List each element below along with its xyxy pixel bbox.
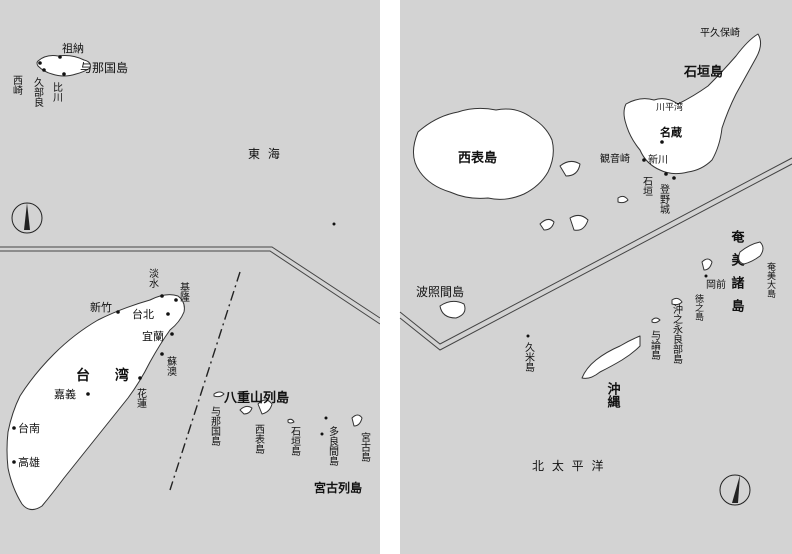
okinoerabu-label: 沖之永良部島 [671,303,683,365]
nishizaki-point [38,61,42,65]
kohama-shape [559,160,581,177]
amami-islands-label: 奄美諸島 [729,229,746,322]
hsinchu-point [116,310,120,314]
kamezaki-point [704,274,708,278]
north-arrow-icon [719,474,751,506]
yilan-label: 宜蘭 [142,329,164,343]
okinoerabu-shape [671,297,683,306]
taipei-point [166,312,170,316]
nagura-point [660,140,664,144]
tarama-label: 多良間島 [327,425,339,467]
suao-point [160,352,164,356]
kuroshima-shape [539,218,555,231]
yaeyama-label: 八重山列島 [223,390,289,406]
nishizaki-label: 西崎 [11,75,23,95]
divider-line-inner [0,250,381,325]
ishigaki-small-label: 石垣島 [289,426,301,457]
ishigaki-island-shape [623,33,762,175]
amami-oshima-shape [738,241,764,265]
ishigaki-town-label: 石垣 [641,176,653,196]
dashed-boundary-line [169,271,241,491]
small-islet [332,222,336,226]
kume-label: 久米島 [523,342,535,373]
hirakubo-label: 平久保崎 [700,26,740,39]
suao-label: 蘇澳 [165,355,177,377]
arakawa-label: 新川 [648,153,668,166]
banna-label: 登野城 [658,183,670,215]
east-sea-label: 東 海 [248,146,282,161]
hualien-point [138,376,142,380]
taiwan-label: 台 湾 [76,367,139,384]
yoron-shape [651,317,661,324]
pacific-label: 北 太 平 洋 [532,458,605,473]
kaohsiung-label: 高雄 [18,455,40,469]
tamsui-label: 淡水 [147,268,159,288]
islet-b [287,418,295,424]
iriomote-small-label: 西表島 [253,424,265,455]
tainan-point [12,426,16,430]
north-arrow-icon [11,202,43,234]
kannonzaki-point [642,158,646,162]
islet-c [324,416,328,420]
kamezaki-label: 岡前 [706,278,726,291]
keelung-label: 基隆 [178,281,190,302]
left-panel: 祖納 与那国島 西崎 久部良 比川 東 海 淡水 基隆 新竹 台北 宜蘭 蘇 [0,0,381,554]
right-panel: 西表島 平久保崎 石垣島 川平湾 名蔵 観音崎 新川 石垣 登野城 波照間島 奄… [399,0,792,554]
miyako-small-shape [351,414,363,427]
higawa-point [62,72,66,76]
banna-point [672,176,676,180]
divider-line-outer [0,246,381,319]
yonaguni-island-label: 与那国島 [80,60,128,75]
hualien-label: 花蓮 [135,387,147,409]
miyako-small-label: 宮古島 [359,431,371,463]
tokunoshima-label: 徳之島 [693,293,704,322]
chiayi-label: 嘉義 [54,387,76,401]
kaohsiung-point [12,460,16,464]
right-divider-inner [399,163,792,351]
hsinchu-label: 新竹 [90,300,112,314]
right-divider-outer [399,157,792,345]
taiwan-island-shape [6,294,185,510]
iriomote-island-shape [413,107,554,200]
iriomote-label: 西表島 [458,150,497,166]
arakawa-point [664,172,668,176]
tokunoshima-shape [701,258,713,271]
chiayi-point [86,392,90,396]
yoron-label: 与論島 [649,330,661,361]
hateruma-shape [439,300,466,319]
higawa-label: 比川 [51,82,63,102]
islet-a [213,391,225,398]
nagura-label: 名蔵 [660,125,682,139]
sonai-label: 祖納 [62,41,84,55]
taipei-label: 台北 [132,307,154,321]
yonaguni-small-label: 与那国島 [209,406,221,447]
panel-gap [380,0,400,554]
kubura-label: 久部良 [32,77,44,108]
tarama-point [320,432,324,436]
hateruma-label: 波照間島 [416,284,464,299]
kannonzaki-label: 観音崎 [600,152,630,165]
ishigaki-small-shape [257,399,273,415]
iriomote-small-shape [239,405,253,415]
kawahira-label: 川平湾 [656,101,683,113]
keelung-point [174,298,178,302]
tainan-label: 台南 [18,421,40,435]
aragusuku-shape [569,214,589,231]
okinawa-label: 沖縄 [605,381,621,408]
yilan-point [170,332,174,336]
sonai-point [58,55,62,59]
miyako-group-label: 宮古列島 [314,480,362,495]
taketomi-shape [617,195,629,204]
kume-point [526,334,530,338]
kubura-point [42,68,46,72]
okinawa-island-shape [581,335,641,379]
amami-oshima-label: 奄美大島 [765,261,776,299]
ishigaki-island-label: 石垣島 [683,64,723,80]
tamsui-point [160,294,164,298]
